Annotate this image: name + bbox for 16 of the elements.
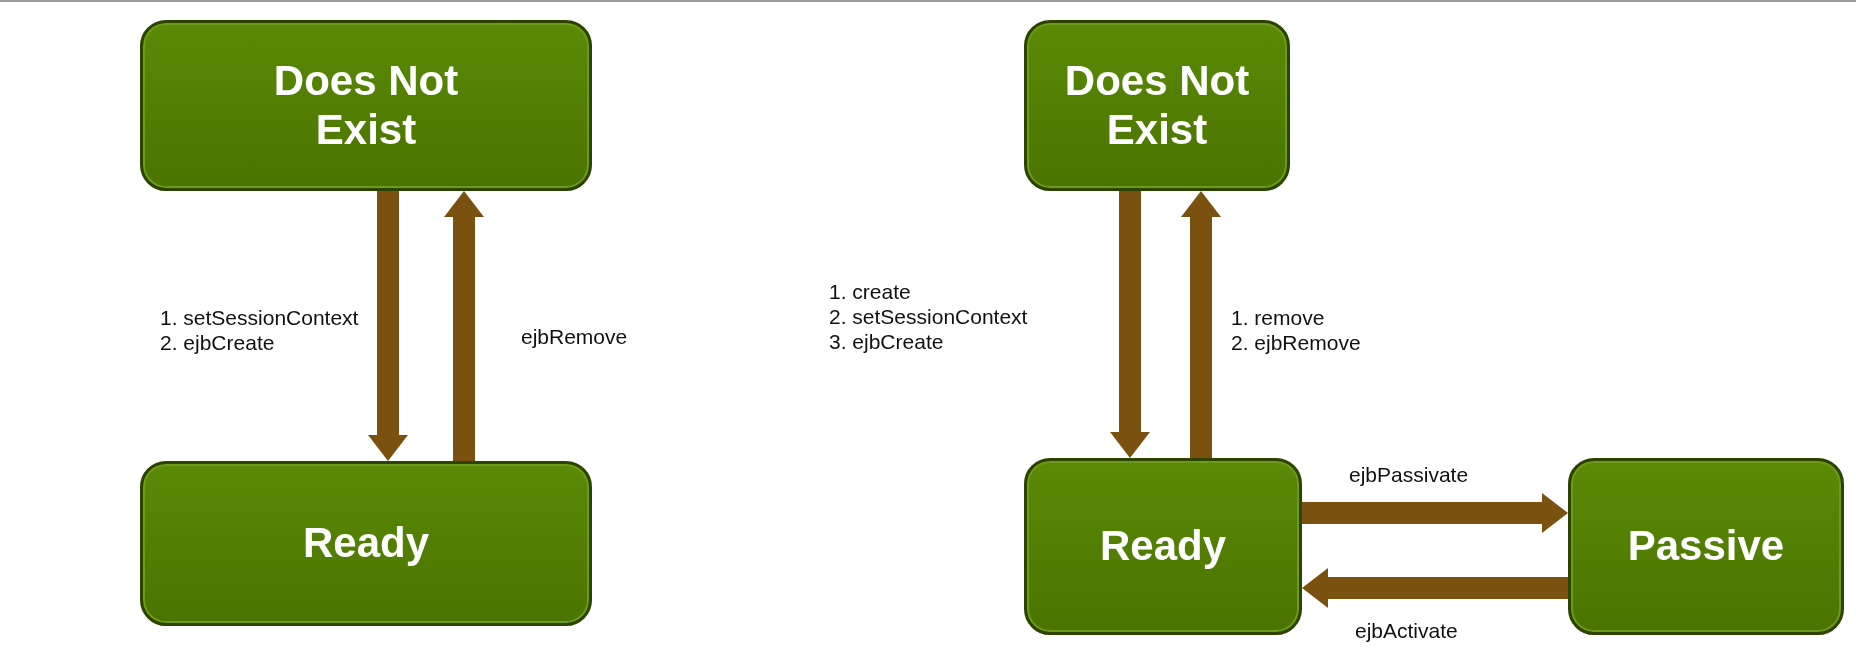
arrow bbox=[1302, 493, 1568, 533]
state-name: Passive bbox=[1627, 522, 1785, 571]
state-name: Does Not Exist bbox=[272, 57, 460, 154]
state-name: Does Not Exist bbox=[1063, 57, 1251, 154]
arrow bbox=[1181, 191, 1221, 458]
state-name: Ready bbox=[302, 519, 430, 568]
arrow bbox=[444, 191, 484, 461]
state-box bbox=[140, 20, 592, 191]
state-box bbox=[140, 461, 592, 626]
state-box bbox=[1568, 458, 1844, 635]
state-box bbox=[1024, 20, 1290, 191]
arrow bbox=[1302, 568, 1568, 608]
arrow bbox=[1110, 191, 1150, 458]
state-name: Ready bbox=[1099, 522, 1227, 571]
state-box bbox=[1024, 458, 1302, 635]
arrow bbox=[368, 191, 408, 461]
